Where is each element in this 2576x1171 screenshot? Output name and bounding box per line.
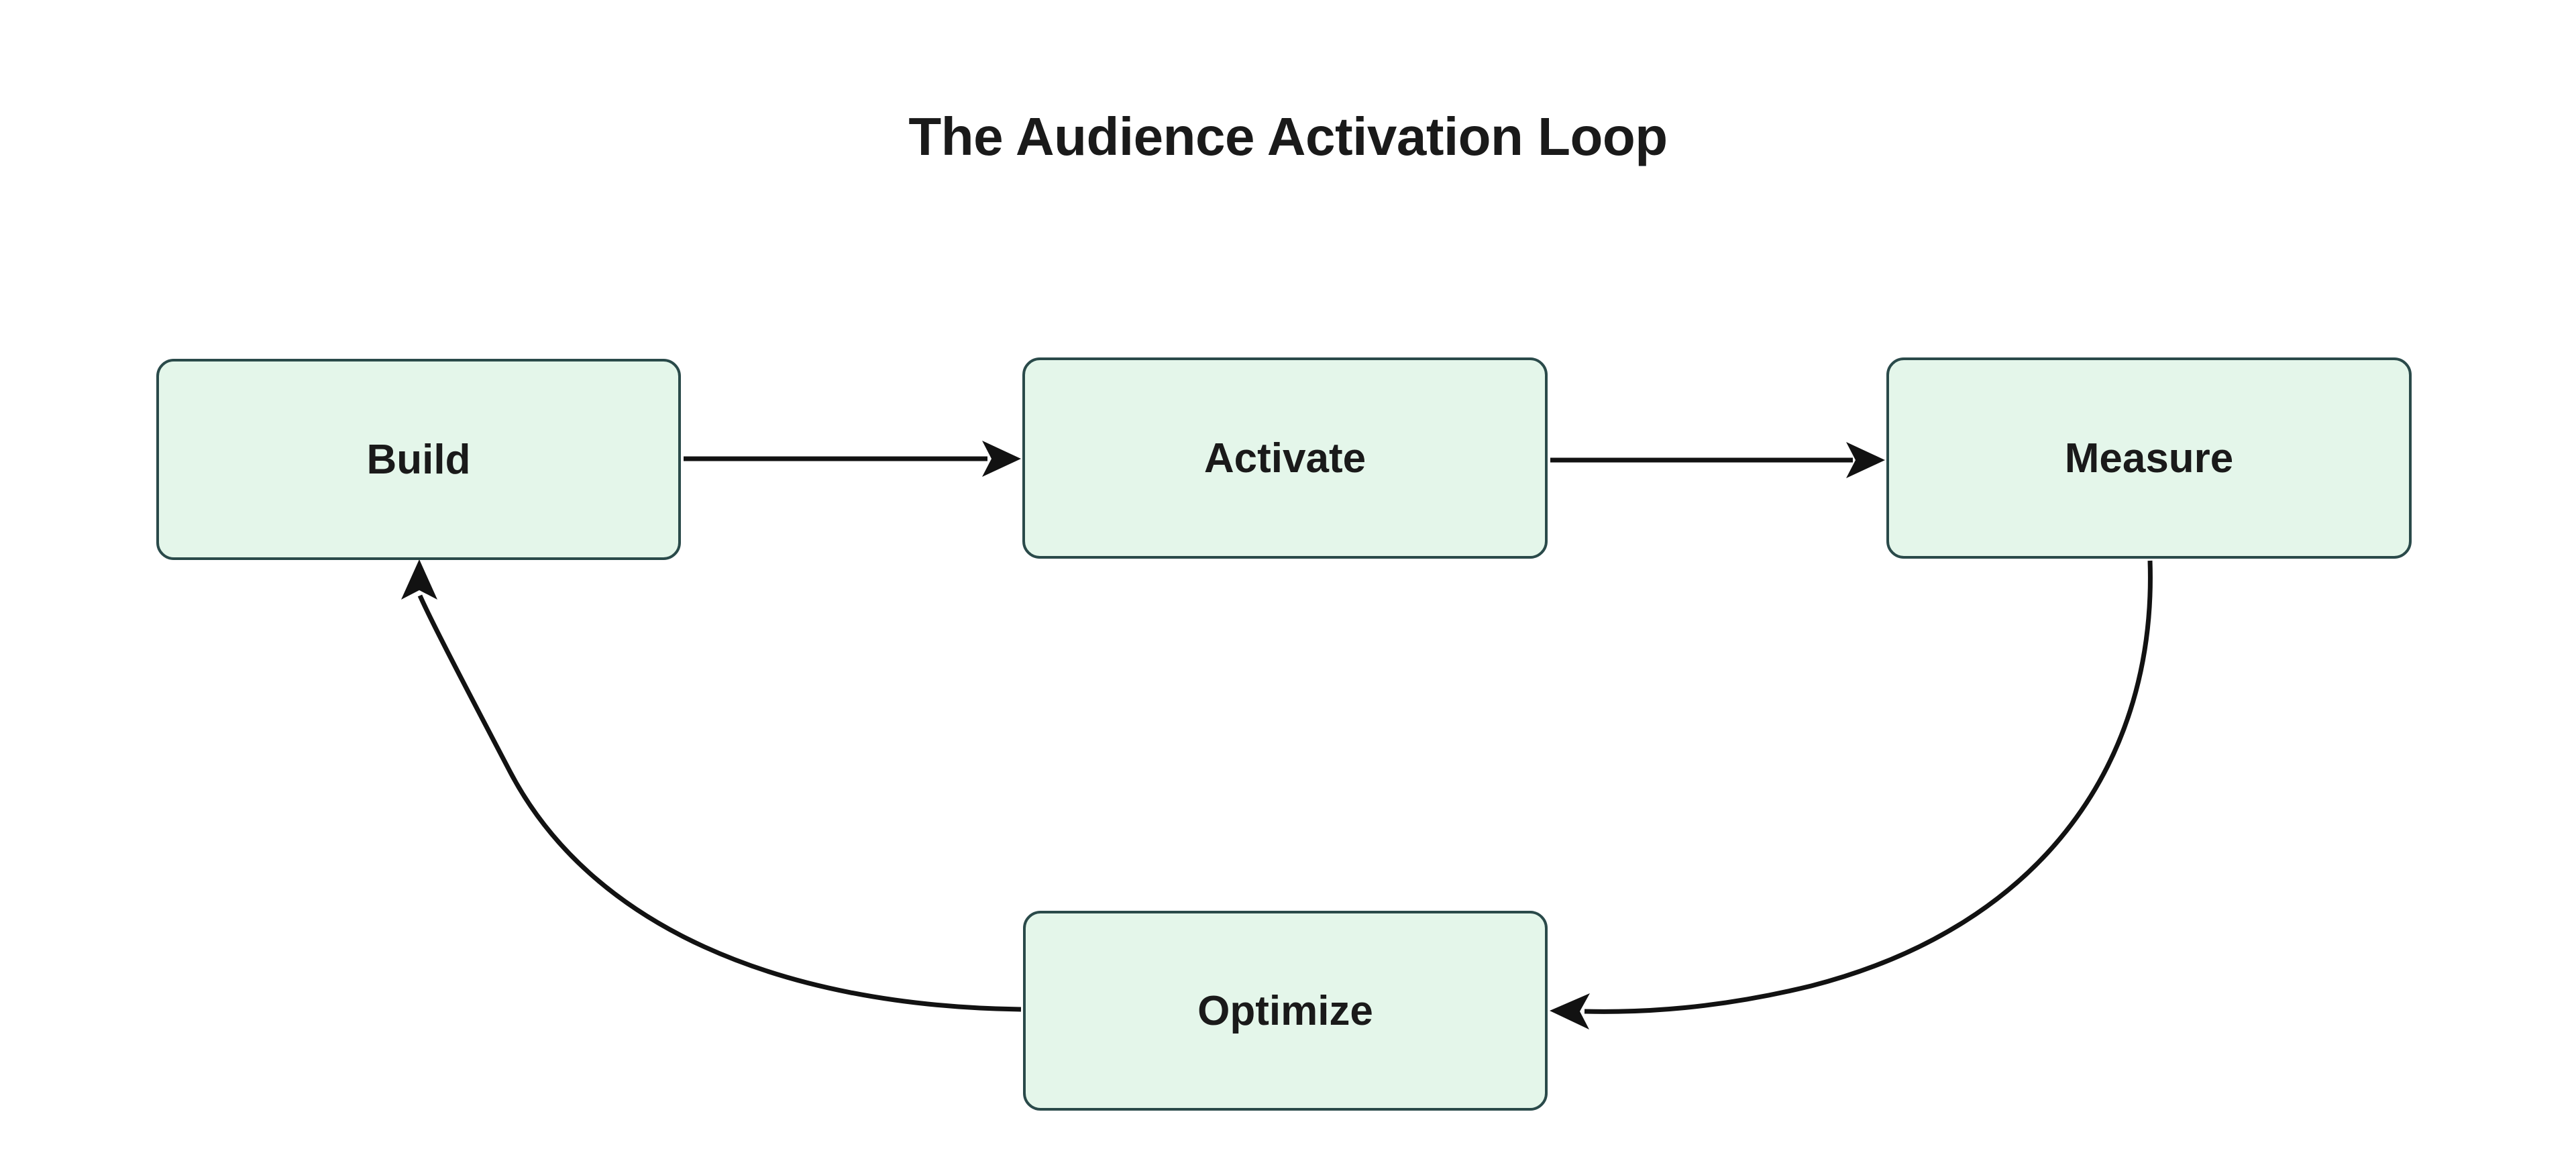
node-build-label: Build <box>366 436 471 483</box>
node-build[interactable]: Build <box>156 359 681 560</box>
node-measure-label: Measure <box>2064 435 2234 482</box>
page-title: The Audience Activation Loop <box>908 107 1668 166</box>
node-activate[interactable]: Activate <box>1022 357 1548 559</box>
arrowhead-right-icon <box>982 441 1021 477</box>
edge-optimize-to-build <box>401 559 1022 1012</box>
node-measure[interactable]: Measure <box>1886 357 2412 559</box>
edge-build-to-activate <box>684 441 1021 477</box>
node-optimize[interactable]: Optimize <box>1023 911 1548 1111</box>
arrowhead-right-icon <box>1846 442 1885 478</box>
arrowhead-up-icon <box>401 559 437 600</box>
node-optimize-label: Optimize <box>1197 987 1373 1034</box>
edge-measure-to-optimize <box>1550 560 2153 1029</box>
node-activate-label: Activate <box>1203 435 1366 482</box>
arrowhead-left-icon <box>1550 993 1590 1029</box>
edge-activate-to-measure <box>1550 442 1885 478</box>
